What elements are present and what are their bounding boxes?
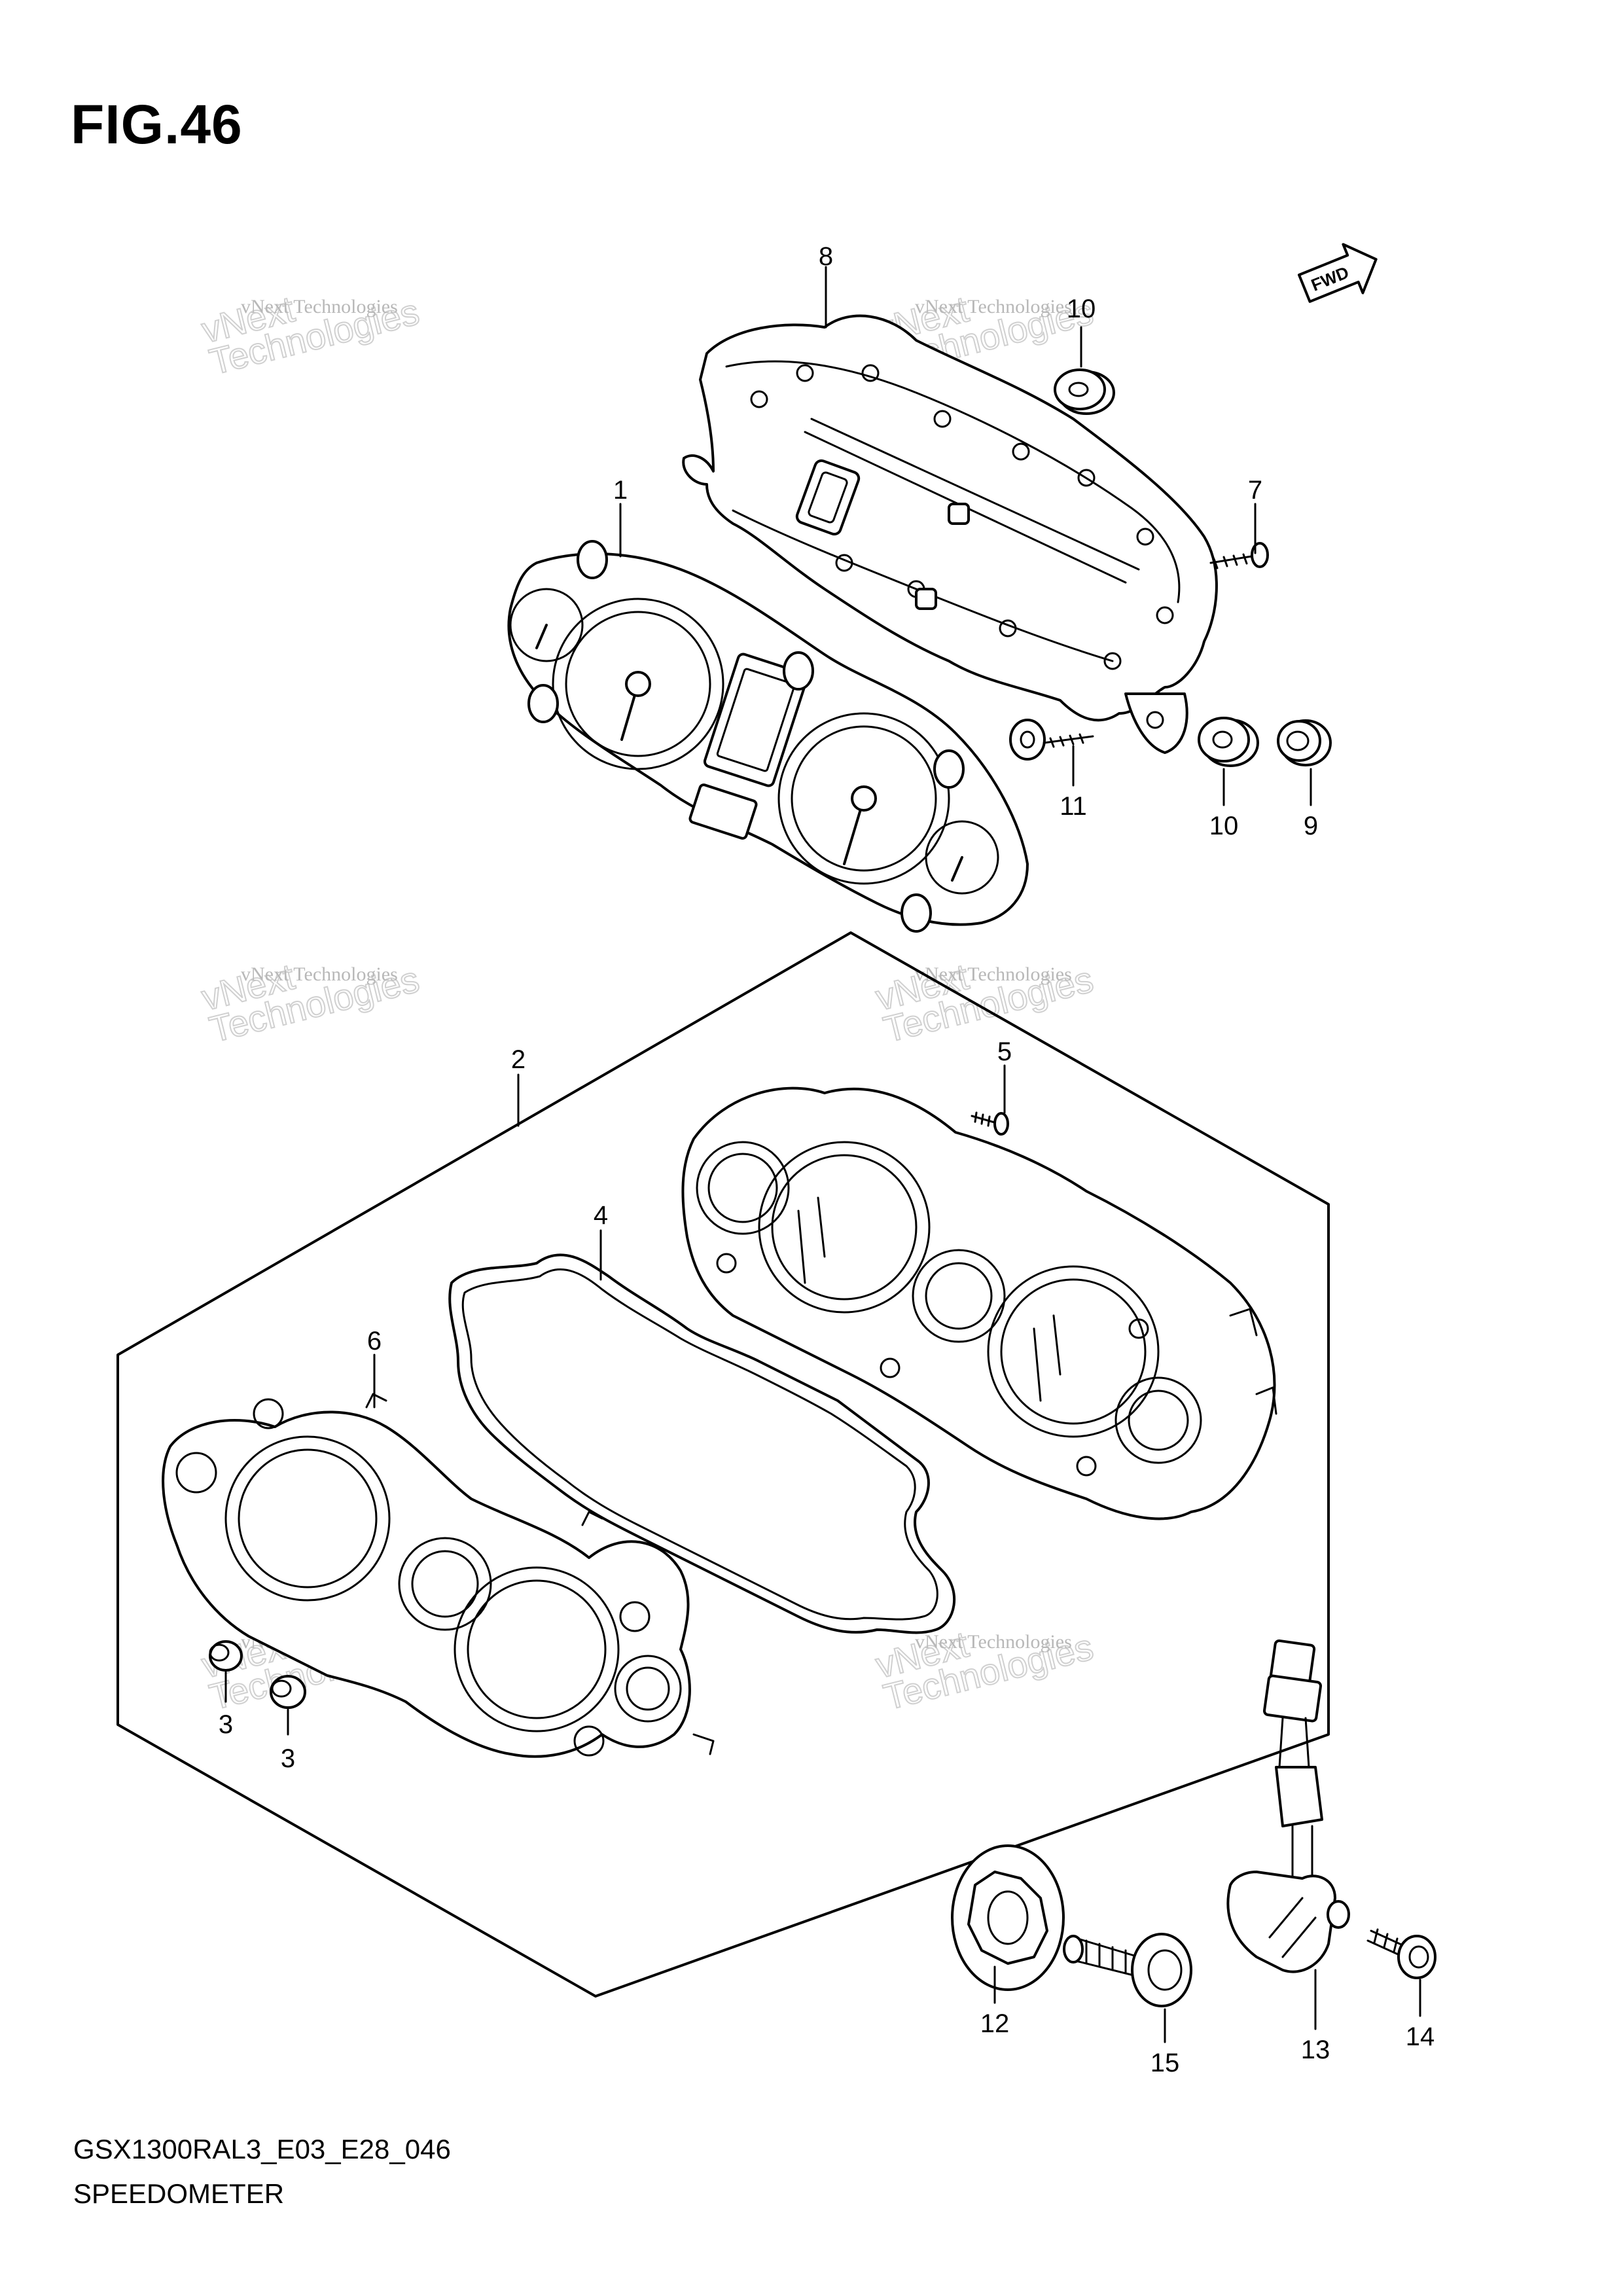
callout-5: 5 [997,1037,1012,1066]
callout-6: 6 [367,1327,382,1355]
part-3-bushing-b [270,1675,306,1709]
callout-15: 15 [1150,2049,1180,2077]
part-10-grommet-upper [1054,368,1115,415]
watermark-text: vNext Technologies [241,296,398,317]
watermark-text: vNext Technologies [241,963,398,985]
callout-9: 9 [1304,812,1318,840]
part-4-gasket [448,1253,956,1634]
diagram-title: SPEEDOMETER [73,2178,285,2209]
callout-10-upper: 10 [1067,295,1096,323]
part-14-bolt [1366,1928,1436,1979]
leader-lines [224,266,1421,2043]
knob [527,540,965,933]
part-13-speed-sensor [1226,1639,1350,1973]
upper-meter-cover [681,1086,1277,1520]
fwd-arrow-icon: FWD [1298,243,1378,303]
callout-14: 14 [1406,2022,1435,2051]
part-7-screw [1209,542,1269,569]
callout-3-b: 3 [281,1744,295,1773]
part-6-lens-plate [162,1393,715,1758]
callout-2: 2 [511,1045,526,1074]
part-3-bushing-a [209,1640,243,1672]
part-1-meter-assembly [507,540,1029,933]
callout-8: 8 [819,242,833,271]
part-15-bolt [1063,1933,1192,2007]
callout-1: 1 [613,476,628,505]
callout-10-lower: 10 [1209,812,1239,840]
diagram-code: GSX1300RAL3_E03_E28_046 [73,2134,451,2164]
figure-title: FIG.46 [71,94,243,155]
callout-7: 7 [1248,476,1262,505]
callout-12: 12 [980,2009,1010,2038]
part-9-collar [1277,719,1332,766]
part-11-screw [1009,719,1094,761]
part-12-sensor-rotor [951,1844,1065,1991]
callout-4: 4 [594,1201,608,1230]
part-2-assembly-boundary [116,931,1330,1998]
callout-numbers: 8 10 7 1 11 10 9 2 5 4 6 3 3 12 15 13 14 [219,242,1435,2077]
watermark-text: vNext Technologies [915,296,1072,317]
part-10-grommet-lower [1198,717,1259,767]
watermark-text: vNext Technologies [915,1631,1072,1653]
callout-3-a: 3 [219,1710,233,1739]
part-5-screw [971,1111,1009,1136]
part-8-lower-case [682,314,1218,754]
watermark-text: vNext Technologies [915,963,1072,985]
callout-11: 11 [1060,792,1087,821]
callout-13: 13 [1301,2036,1330,2064]
